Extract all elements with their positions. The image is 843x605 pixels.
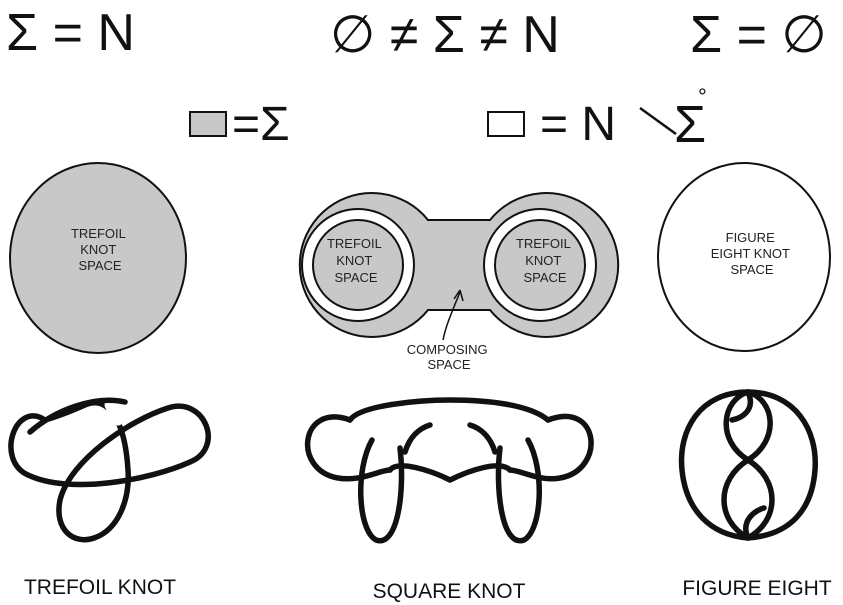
formula-sigma-equals-empty: Σ = ∅: [690, 6, 827, 64]
figure-eight-caption: FIGURE EIGHT: [682, 577, 832, 600]
interior-ring: °: [698, 84, 707, 109]
square-knot-drawing: [308, 400, 591, 541]
composing-space-label: COMPOSING SPACE: [407, 342, 492, 372]
setminus-line: [640, 108, 676, 134]
legend-white-eq: = N: [540, 98, 616, 151]
legend-shaded-square: [190, 112, 226, 136]
formula-empty-neq-sigma-neq-n: ∅ ≠ Σ ≠ N: [330, 6, 560, 64]
legend-white-square: [488, 112, 524, 136]
formula-sigma-equals-n: Σ = N: [6, 4, 135, 62]
legend-shaded-eq: =Σ: [232, 98, 290, 151]
trefoil-knot-drawing: [11, 400, 208, 539]
trefoil-knot-caption: TREFOIL KNOT: [24, 576, 176, 599]
square-knot-caption: SQUARE KNOT: [373, 580, 526, 603]
figure-eight-knot-drawing: [682, 392, 816, 538]
